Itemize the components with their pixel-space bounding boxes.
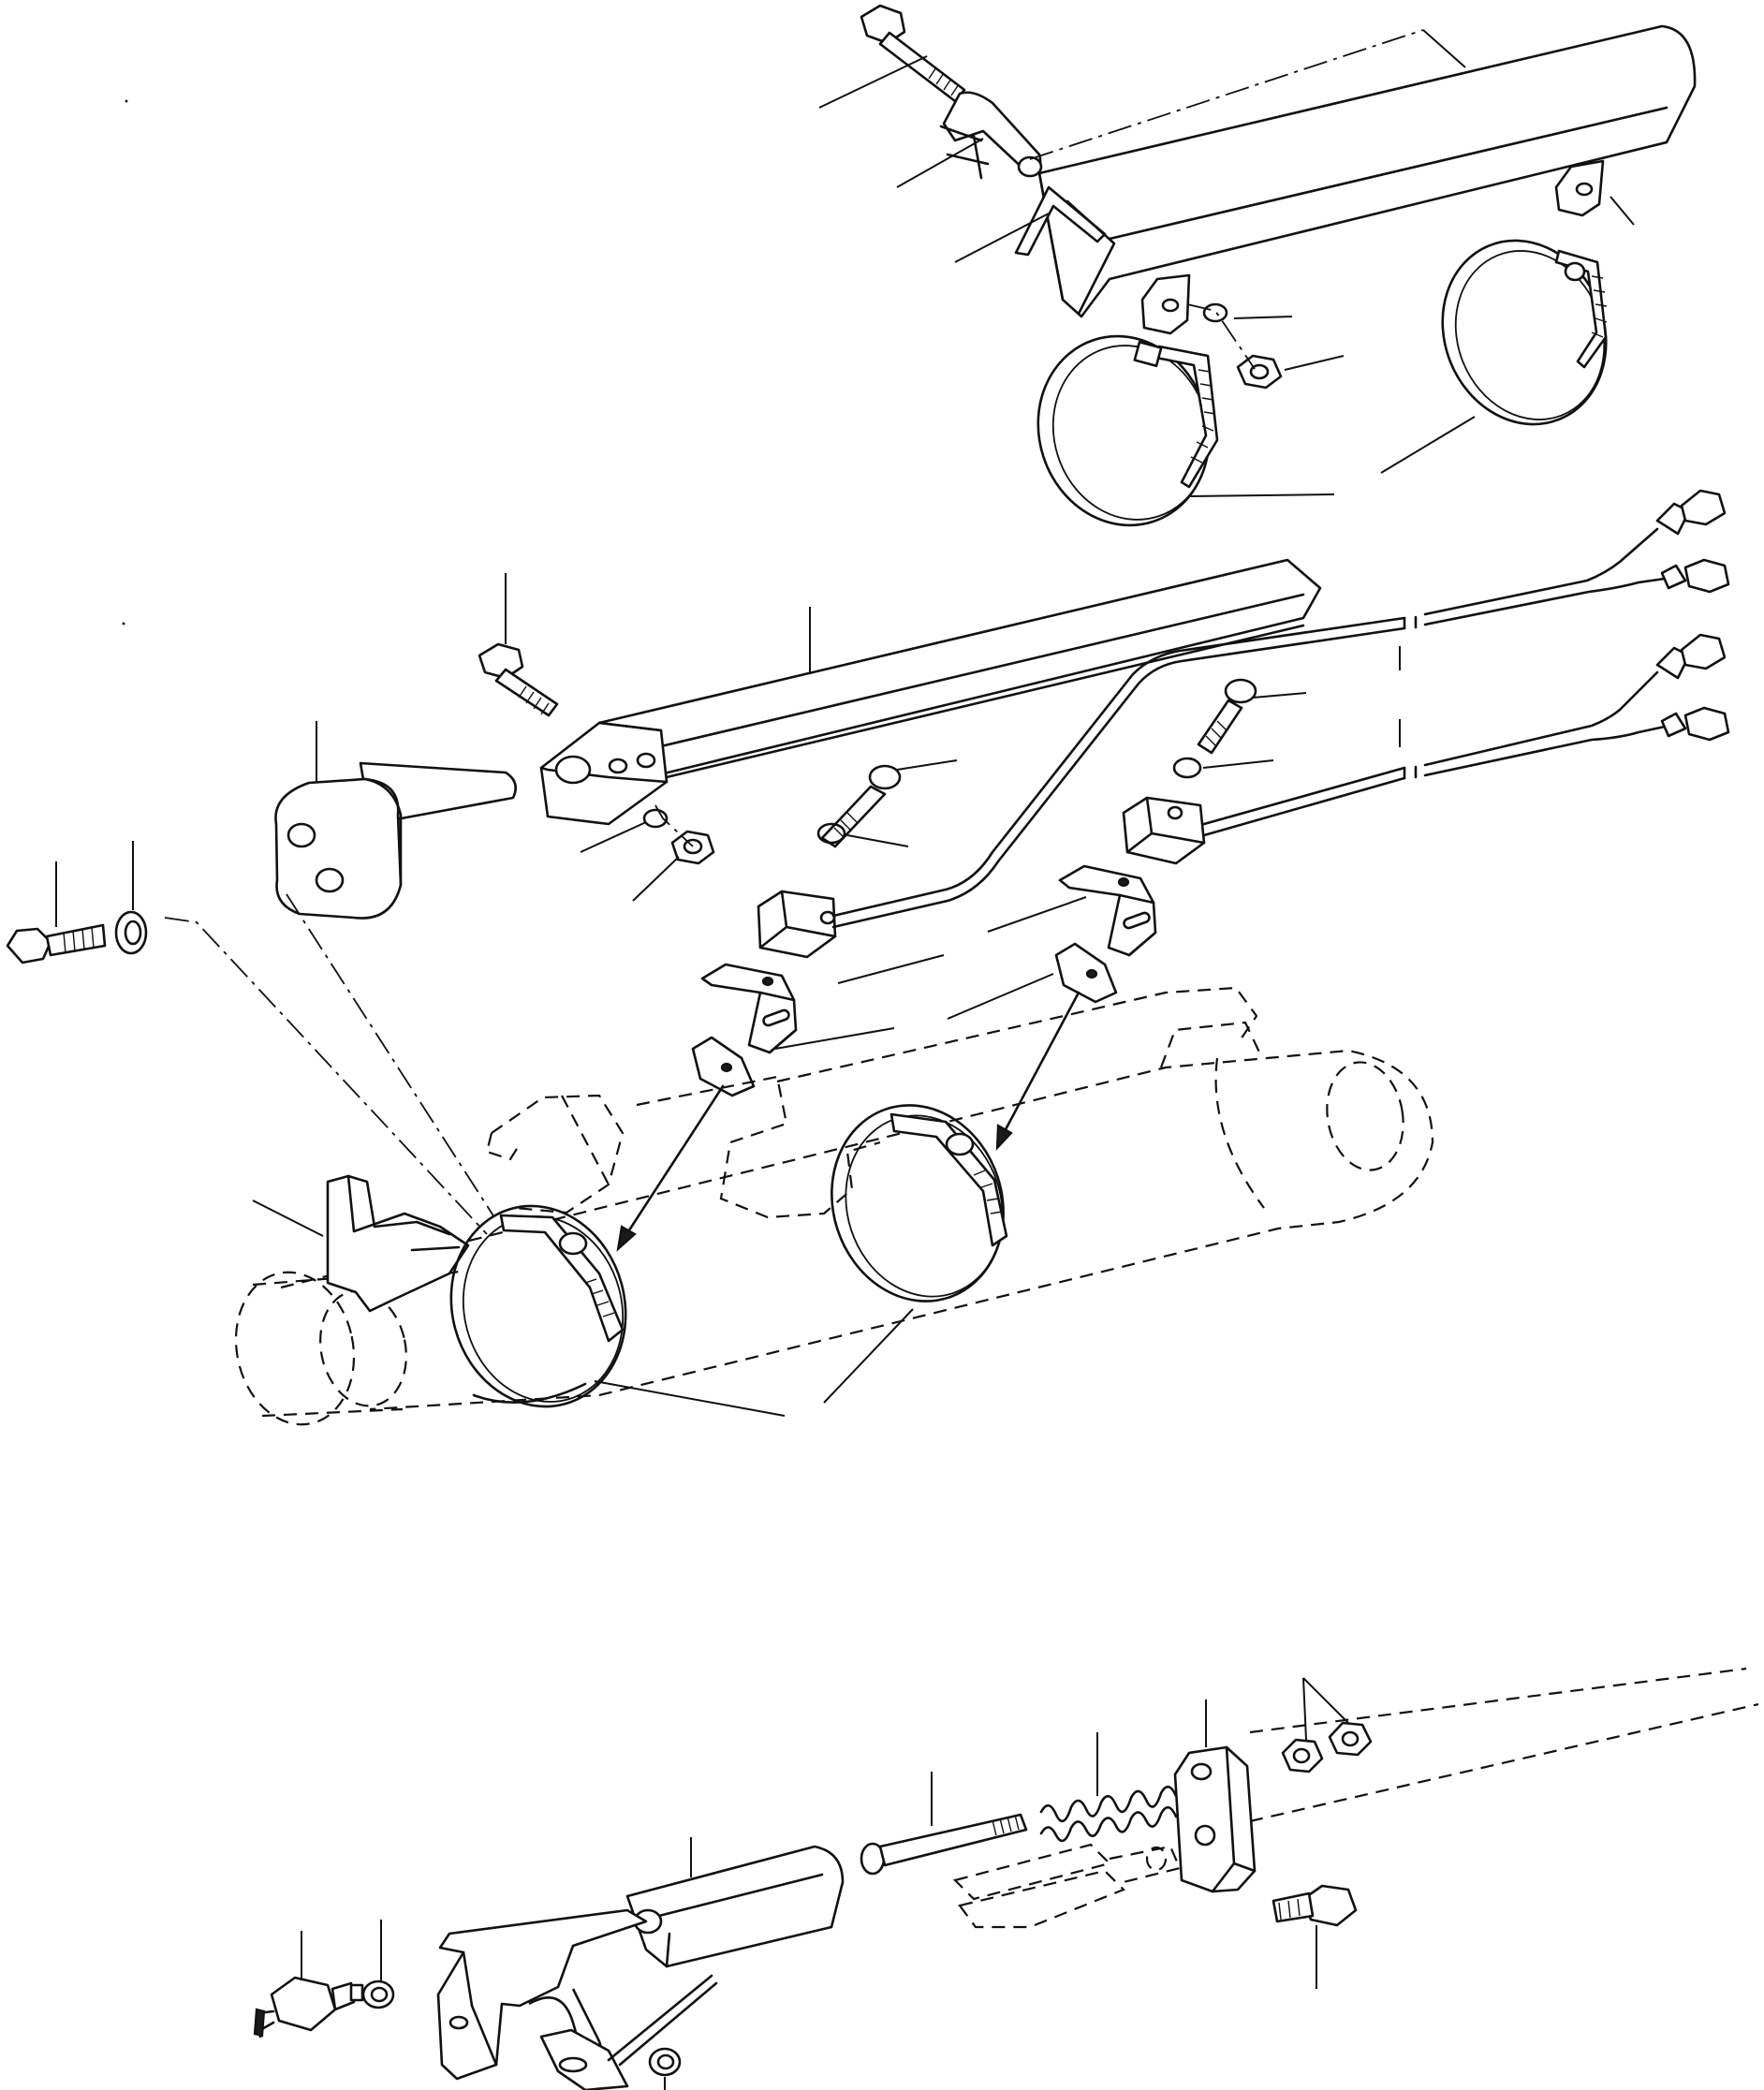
sensor-cable-b (1202, 670, 1667, 837)
assembly-arrows (616, 991, 1080, 1252)
hex-nut (1236, 354, 1283, 390)
hex-bolt-left (6, 923, 107, 964)
leader-line (1188, 493, 1335, 497)
leader-line (896, 759, 958, 771)
phantom-centerline (1249, 1667, 1747, 1734)
hose-clamp-rear (831, 1104, 1008, 1303)
pivot-pin-with-plate (274, 761, 517, 920)
leader-line (1284, 355, 1345, 371)
bar-edge (1108, 106, 1668, 241)
leader-line (987, 896, 1087, 933)
assembly-centerline (654, 804, 694, 847)
washer-b (1172, 757, 1202, 779)
upper-support-bar-assembly (818, 4, 1697, 527)
leader-line (1610, 196, 1635, 226)
hose-clamp-front (449, 1204, 627, 1408)
tab-hole (1161, 298, 1180, 313)
pressure-switch (253, 1976, 364, 2038)
hex-bolt (860, 4, 966, 103)
leader-line (252, 1200, 324, 1237)
clip-plate-a (691, 1036, 756, 1097)
sensor-cable-a (831, 527, 1667, 929)
washer-a (816, 822, 846, 845)
leader-line (846, 834, 909, 847)
phantom-centerline (1249, 1702, 1759, 1823)
leader-line (594, 1380, 786, 1417)
leader-line (837, 954, 945, 984)
lower-switch-assembly (253, 1667, 1759, 2090)
leader-line (1380, 416, 1476, 474)
saddle-bracket-b (1058, 864, 1157, 957)
compression-spring (1039, 1785, 1178, 1843)
scan-speck (125, 99, 128, 103)
leader-line (818, 55, 928, 109)
bracket-fold (1066, 199, 1116, 316)
leader-line (1422, 29, 1466, 68)
lock-washer (1202, 302, 1228, 323)
mount-tab-right (1554, 159, 1605, 217)
flat-washer-b (648, 2047, 682, 2077)
saddle-bracket-a (700, 963, 798, 1054)
leader-line (774, 1027, 895, 1050)
assembly-centerline (286, 893, 495, 1218)
hose-clamp-left (1036, 334, 1219, 527)
hose-clamp-right (1441, 239, 1608, 426)
sensor-block-a (757, 890, 837, 959)
leader-line (954, 213, 1050, 263)
leader-line (896, 138, 984, 188)
offset-bracket (436, 1908, 718, 2090)
assembly-centerline (164, 917, 488, 1235)
leader-line (1202, 759, 1274, 769)
clip-plate-b (1054, 942, 1118, 1004)
mount-tab-left (1140, 273, 1191, 335)
u-clip (939, 91, 1043, 180)
assembly-centerline (1186, 303, 1256, 370)
pivot-block (1173, 1745, 1257, 1893)
socket-cap-screw-b (1197, 678, 1257, 755)
hex-bolt (478, 642, 559, 717)
phantom-cylinder-body (234, 986, 1434, 1426)
leader-line (947, 973, 1054, 1020)
hex-bolt (1272, 1884, 1358, 1927)
hex-nut-a (1281, 1738, 1324, 1774)
bar-edge (1037, 171, 1065, 302)
socket-cap-screw-a (820, 764, 902, 848)
rail-edge (627, 593, 1305, 756)
leader-line (1302, 1677, 1349, 1741)
scan-speck (122, 622, 125, 626)
leader-line (1252, 692, 1307, 699)
hex-nut (670, 830, 715, 865)
assembly-centerline (1029, 29, 1424, 160)
upper-support-bar (1037, 24, 1697, 318)
leader-line (1233, 316, 1293, 319)
sensor-block-b (1122, 796, 1206, 865)
clip-hole (1017, 155, 1043, 178)
rail-end-block (539, 721, 669, 826)
mounting-bracket (326, 1174, 470, 1313)
lock-washer (642, 808, 669, 829)
clevis-phantom (952, 1843, 1182, 1929)
cable-connectors (1655, 489, 1730, 742)
lock-washer-left (114, 910, 148, 955)
hex-nut-b (1328, 1721, 1373, 1757)
leader-line (632, 856, 680, 902)
leader-line (580, 821, 647, 853)
middle-sensor-rail-assembly (6, 489, 1730, 1426)
leader-line (823, 1308, 914, 1404)
tab-hole (1575, 182, 1594, 197)
flat-washer-a (361, 1980, 395, 2009)
square-housing (625, 1845, 845, 1968)
guide-rod (860, 1813, 1028, 1876)
